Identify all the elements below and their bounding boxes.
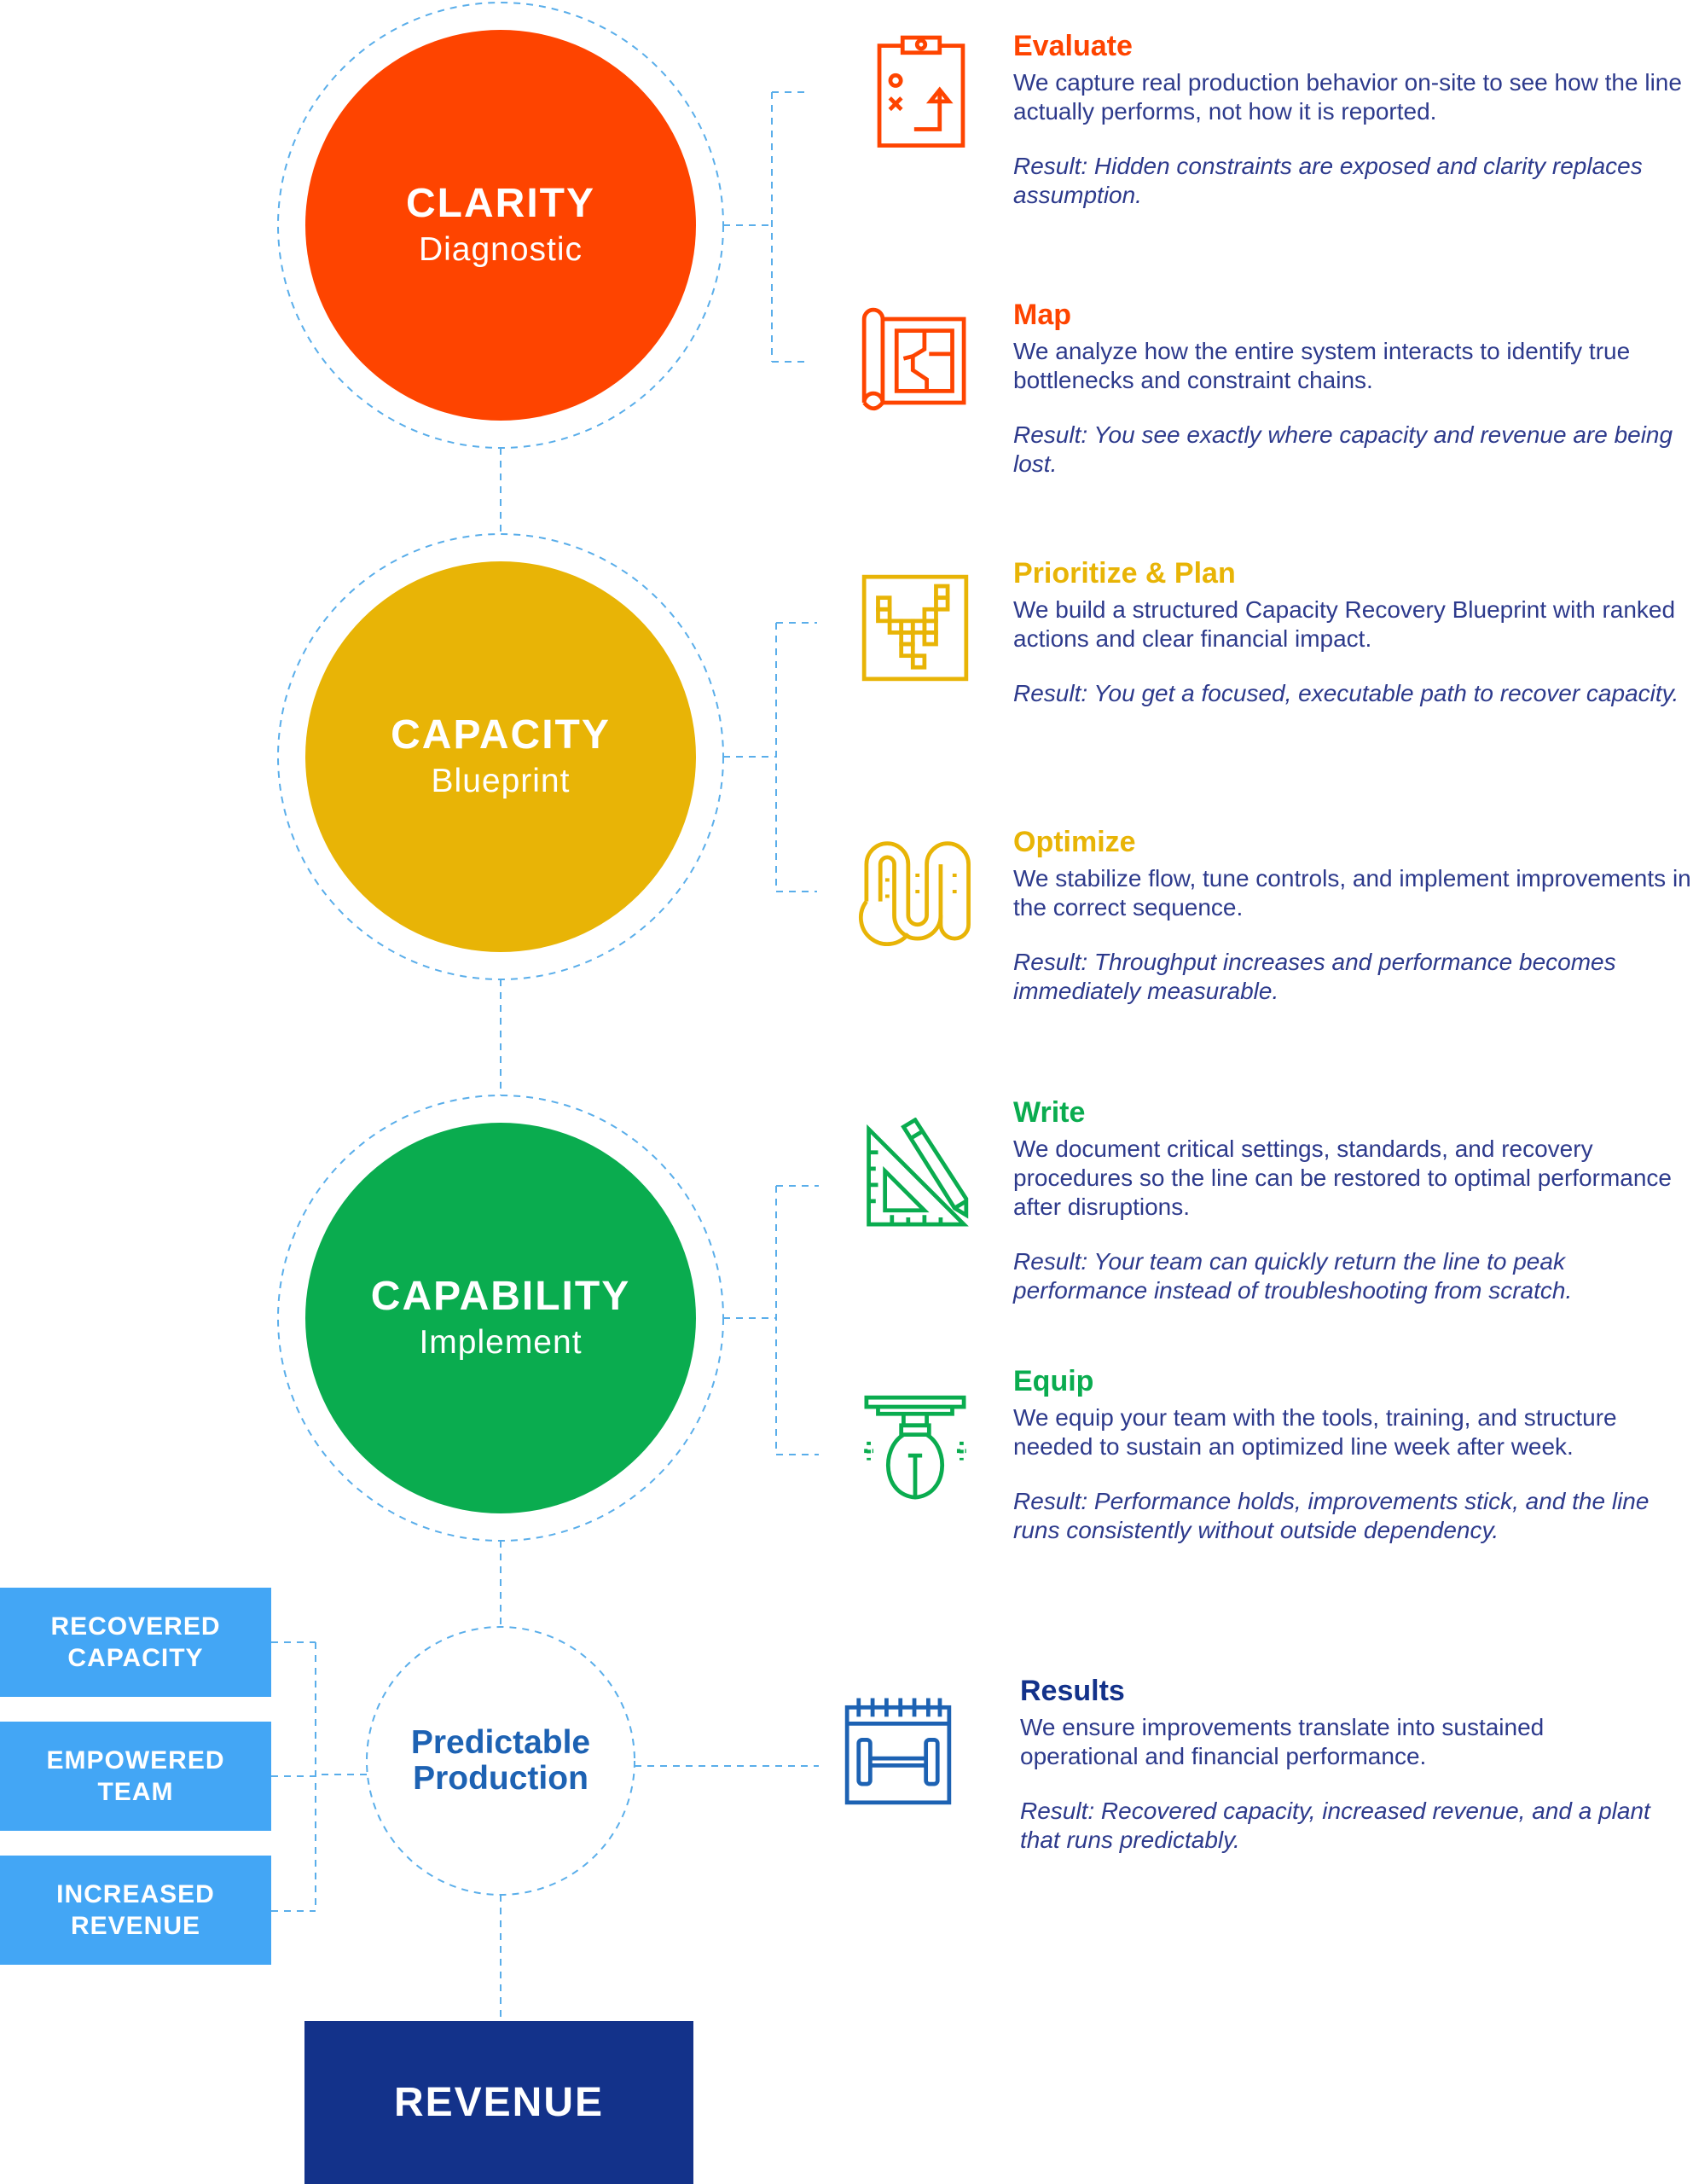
- outcome-line: EMPOWERED: [46, 1746, 225, 1774]
- revenue-box: REVENUE: [304, 2021, 693, 2184]
- step-results: Results We ensure improvements translate…: [1020, 1672, 1668, 1855]
- outcome-line: INCREASED: [56, 1880, 215, 1908]
- stage-title: CAPABILITY: [370, 1274, 631, 1319]
- lightbulb-icon: [857, 1391, 973, 1507]
- step-prioritize-plan: Prioritize & Plan We build a structured …: [1013, 555, 1693, 708]
- outcome-line: RECOVERED: [50, 1612, 221, 1641]
- outcome-recovered-capacity: RECOVERED CAPACITY: [0, 1588, 271, 1697]
- stage-subtitle: Diagnostic: [418, 231, 583, 268]
- step-result: Result: Recovered capacity, increased re…: [1020, 1798, 1650, 1853]
- winding-path-icon: [857, 832, 973, 948]
- step-heading: Optimize: [1013, 826, 1136, 858]
- outcome-line: CAPACITY: [67, 1644, 204, 1672]
- step-map: Map We analyze how the entire system int…: [1013, 296, 1693, 479]
- step-description: We analyze how the entire system interac…: [1013, 338, 1631, 393]
- step-result: Result: You see exactly where capacity a…: [1013, 421, 1673, 477]
- step-description: We document critical settings, standards…: [1013, 1136, 1672, 1220]
- step-result: Result: You get a focused, executable pa…: [1013, 680, 1679, 706]
- clipboard-plan-icon: [863, 34, 979, 150]
- step-description: We build a structured Capacity Recovery …: [1013, 596, 1676, 652]
- stage-circle-capability: CAPABILITY Implement: [305, 1123, 696, 1513]
- step-heading: Evaluate: [1013, 30, 1133, 62]
- pp-line-1: Predictable: [410, 1724, 591, 1761]
- step-result: Result: Throughput increases and perform…: [1013, 949, 1616, 1004]
- stage-title: CAPACITY: [391, 712, 611, 758]
- outcome-line: REVENUE: [70, 1912, 201, 1940]
- step-description: We stabilize flow, tune controls, and im…: [1013, 865, 1691, 921]
- stage-circle-clarity: CLARITY Diagnostic: [305, 30, 696, 421]
- calendar-dumbbell-icon: [840, 1693, 956, 1809]
- step-heading: Write: [1013, 1096, 1086, 1129]
- stage-circle-capacity: CAPACITY Blueprint: [305, 561, 696, 952]
- outcome-empowered-team: EMPOWERED TEAM: [0, 1722, 271, 1831]
- stage-title: CLARITY: [406, 181, 595, 226]
- step-description: We equip your team with the tools, train…: [1013, 1404, 1617, 1460]
- step-result: Result: Performance holds, improvements …: [1013, 1488, 1650, 1543]
- step-evaluate: Evaluate We capture real production beha…: [1013, 27, 1693, 210]
- step-description: We capture real production behavior on-s…: [1013, 69, 1682, 125]
- blueprint-map-icon: [857, 303, 973, 419]
- step-write: Write We document critical settings, sta…: [1013, 1094, 1693, 1305]
- stage-subtitle: Implement: [419, 1324, 583, 1361]
- step-optimize: Optimize We stabilize flow, tune control…: [1013, 823, 1693, 1006]
- predictable-production-label: Predictable Production: [367, 1627, 635, 1895]
- outcome-increased-revenue: INCREASED REVENUE: [0, 1856, 271, 1965]
- step-heading: Results: [1020, 1675, 1125, 1707]
- ruler-pencil-icon: [857, 1117, 973, 1234]
- stage-subtitle: Blueprint: [431, 763, 571, 799]
- step-result: Result: Hidden constraints are exposed a…: [1013, 153, 1643, 208]
- step-heading: Equip: [1013, 1365, 1094, 1397]
- pp-line-2: Production: [413, 1760, 588, 1797]
- step-description: We ensure improvements translate into su…: [1020, 1714, 1545, 1769]
- step-result: Result: Your team can quickly return the…: [1013, 1248, 1573, 1304]
- step-heading: Map: [1013, 299, 1071, 331]
- outcome-line: TEAM: [97, 1778, 174, 1806]
- path-grid-icon: [857, 570, 973, 686]
- step-equip: Equip We equip your team with the tools,…: [1013, 1362, 1693, 1545]
- step-heading: Prioritize & Plan: [1013, 557, 1236, 590]
